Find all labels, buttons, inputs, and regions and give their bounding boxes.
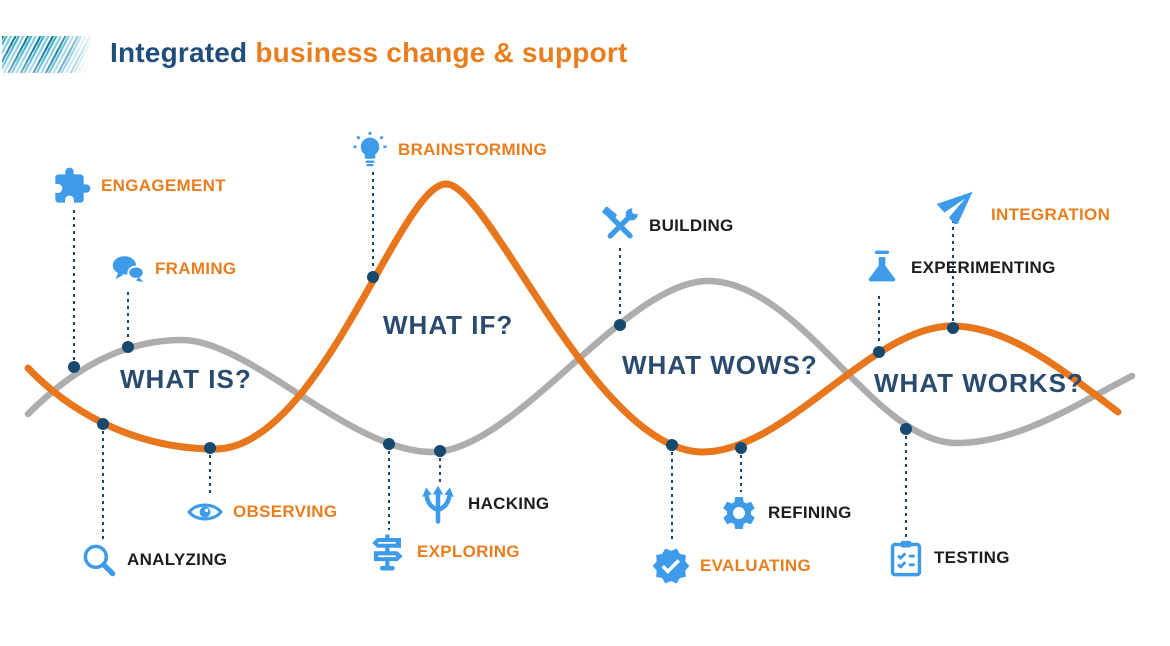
connector-dot [873, 346, 885, 358]
activity-label: REFINING [768, 503, 852, 522]
activity-analyzing: ANALYZING [80, 541, 227, 579]
activity-refining: REFINING [719, 493, 852, 533]
lightbulb-icon [353, 131, 387, 167]
activity-brainstorming: BRAINSTORMING [351, 131, 547, 169]
connector-dot [97, 418, 109, 430]
activity-observing: OBSERVING [186, 497, 337, 527]
logo-image [2, 36, 95, 73]
activity-label: OBSERVING [233, 502, 338, 521]
activity-testing: TESTING [887, 539, 1010, 577]
connector-dot [204, 442, 216, 454]
phase-what-is: WHAT IS? [120, 364, 252, 394]
eye-icon [187, 503, 223, 521]
connector-dot [383, 438, 395, 450]
activity-label: ANALYZING [127, 550, 228, 569]
activity-label: BRAINSTORMING [398, 140, 548, 159]
activity-integration: INTEGRATION [936, 184, 1110, 225]
connector-dot [68, 361, 80, 373]
activity-experimenting: EXPERIMENTING [862, 248, 1056, 288]
title-part-1: Integrated [110, 37, 248, 68]
activity-label: EXPERIMENTING [911, 258, 1056, 277]
activity-label: EVALUATING [700, 556, 811, 575]
speech-bubbles-icon [112, 256, 145, 283]
connector-dot [122, 341, 134, 353]
connector-dot [947, 322, 959, 334]
branching-arrows-icon [422, 485, 454, 524]
activity-evaluating: EVALUATING [651, 546, 811, 586]
connector-dot [434, 445, 446, 457]
connector-dots [68, 271, 959, 457]
activity-building: BUILDING [600, 206, 734, 246]
phase-what-if: WHAT IF? [383, 310, 514, 340]
activity-label: EXPLORING [417, 542, 520, 561]
activity-framing: FRAMING [110, 253, 236, 285]
signpost-icon [372, 534, 403, 571]
gear-icon [723, 497, 755, 529]
activity-label: BUILDING [649, 216, 734, 235]
connector-dot [900, 423, 912, 435]
magnifier-icon [83, 544, 116, 577]
connector-lines [73, 172, 954, 543]
connector-dot [735, 442, 747, 454]
activity-label: HACKING [468, 494, 550, 513]
page-title: Integrated business change & support [110, 37, 628, 69]
activity-label: TESTING [934, 548, 1010, 567]
tools-icon [602, 206, 639, 239]
clipboard-icon [890, 540, 922, 577]
activity-label: INTEGRATION [991, 205, 1111, 224]
connector-dot [614, 319, 626, 331]
activity-engagement: ENGAGEMENT [52, 166, 226, 206]
activity-hacking: HACKING [417, 483, 549, 525]
phase-what-wows: WHAT WOWS? [622, 350, 818, 380]
check-badge-icon [652, 548, 690, 584]
paper-plane-icon [936, 191, 973, 224]
phase-what-works: WHAT WORKS? [874, 368, 1084, 398]
connector-dot [666, 439, 678, 451]
connector-dot [367, 271, 379, 283]
activity-label: FRAMING [155, 259, 237, 278]
activity-label: ENGAGEMENT [101, 176, 226, 195]
title-part-2: business change & support [255, 37, 628, 68]
activity-exploring: EXPLORING [366, 531, 520, 573]
puzzle-icon [55, 167, 91, 203]
flask-icon [868, 250, 896, 282]
